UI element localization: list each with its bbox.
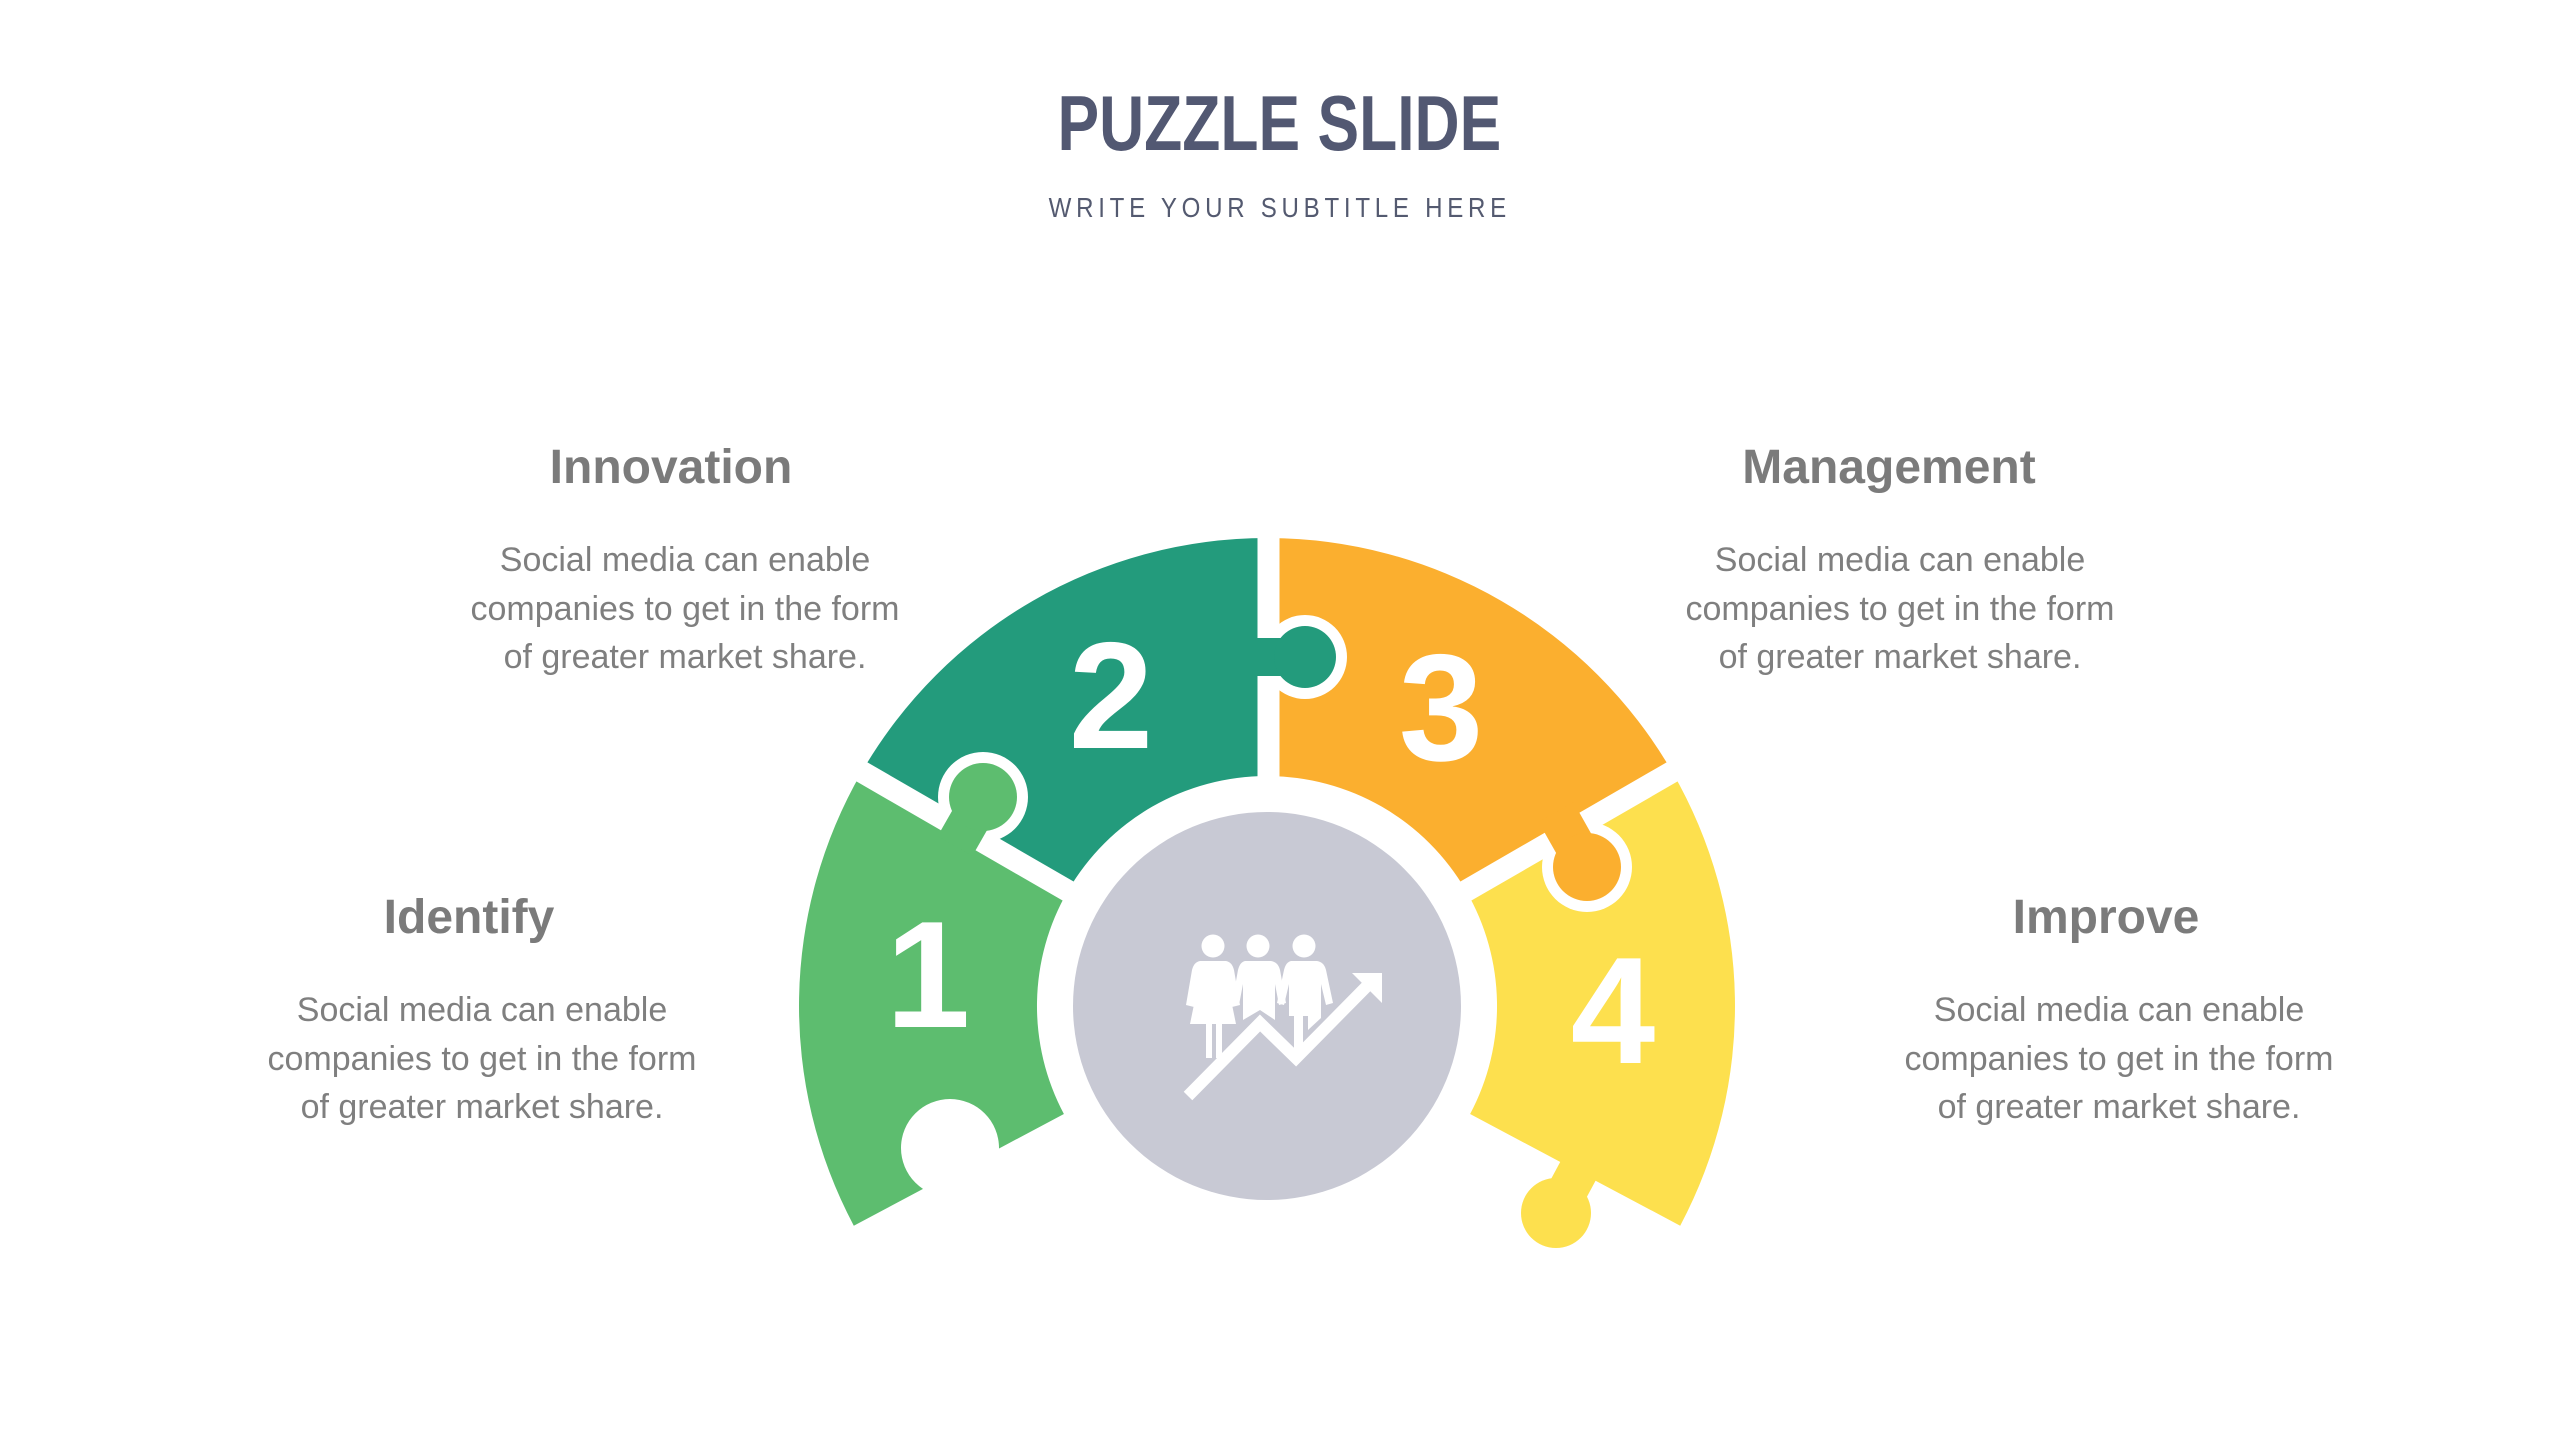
piece-4-number: 4 xyxy=(1571,926,1656,1096)
innovation-heading: Innovation xyxy=(549,441,793,494)
improve-heading: Improve xyxy=(2012,891,2200,944)
improve-description-line: companies to get in the form xyxy=(1904,1039,2334,1078)
innovation-description-line: of greater market share. xyxy=(503,638,867,676)
improve-description-line: Social media can enable xyxy=(1933,991,2305,1029)
identify-description: Social media can enable companies to get… xyxy=(182,986,782,1132)
innovation-description: Social media can enable companies to get… xyxy=(385,536,985,682)
tab-3-to-4 xyxy=(1537,802,1632,912)
puzzle-piece-3 xyxy=(1267,538,1673,891)
puzzle-piece-1 xyxy=(799,772,1068,1226)
improve-description: Social media can enable companies to get… xyxy=(1819,986,2419,1132)
management-description-line: Social media can enable xyxy=(1714,541,2086,579)
improve-description-line: of greater market share. xyxy=(1937,1088,2301,1126)
identify-description-line: companies to get in the form xyxy=(267,1039,697,1078)
management-description-line: of greater market share. xyxy=(1718,638,2082,676)
tab-1-to-2 xyxy=(934,752,1028,856)
piece-4-shape xyxy=(1466,772,1735,1226)
tab-2-to-3 xyxy=(1250,615,1347,699)
identify-description-line: of greater market share. xyxy=(300,1088,664,1126)
puzzle-piece-4 xyxy=(1466,772,1735,1226)
slide-title: PUZZLE SLIDE xyxy=(0,78,2559,168)
management-description: Social media can enable companies to get… xyxy=(1600,536,2200,682)
slide-title-text: PUZZLE SLIDE xyxy=(1057,79,1502,167)
notch-1-bottom xyxy=(901,1099,999,1197)
piece-2-number: 2 xyxy=(1069,611,1154,781)
piece-3-number: 3 xyxy=(1399,623,1484,793)
slide-subtitle: WRITE YOUR SUBTITLE HERE xyxy=(0,190,2559,226)
identify-description-line: Social media can enable xyxy=(296,991,668,1029)
team-growth-icon xyxy=(1183,934,1382,1101)
piece-3-shape xyxy=(1267,538,1673,891)
piece-1-number: 1 xyxy=(886,890,971,1060)
innovation-description-line: companies to get in the form xyxy=(470,589,900,628)
identify-heading: Identify xyxy=(383,891,555,944)
innovation-description-line: Social media can enable xyxy=(499,541,871,579)
management-description-line: companies to get in the form xyxy=(1685,589,2115,628)
tab-4-bottom xyxy=(1521,1150,1602,1248)
management-heading: Management xyxy=(1742,441,2036,494)
slide-subtitle-text: WRITE YOUR SUBTITLE HERE xyxy=(1048,192,1511,223)
piece-1-shape xyxy=(799,772,1068,1226)
